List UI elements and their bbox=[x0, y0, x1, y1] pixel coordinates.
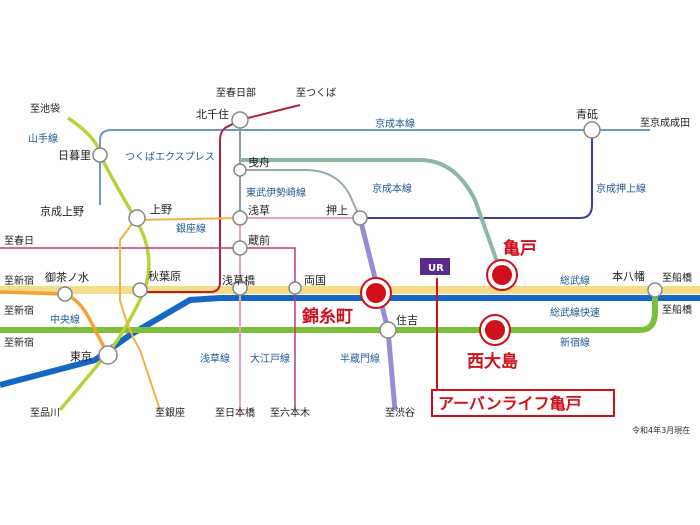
station-marker-aoto[interactable] bbox=[583, 121, 601, 139]
station-marker-kuramae[interactable] bbox=[232, 240, 248, 256]
station-label-nippori: 日暮里 bbox=[58, 148, 91, 162]
kameido-line bbox=[240, 158, 502, 271]
line-label-keisei-main: 京成本線 bbox=[375, 117, 415, 130]
tobu-isesaki-line bbox=[240, 169, 361, 219]
line-label-tsukuba-express: つくばエクスプレス bbox=[125, 151, 215, 163]
dest-ikebukuro: 至池袋 bbox=[30, 102, 60, 115]
station-marker-akihabara[interactable] bbox=[132, 282, 148, 298]
ur-logo-text: UR bbox=[428, 263, 444, 274]
station-marker-nippori[interactable] bbox=[92, 147, 108, 163]
station-label-ochanomizu: 御茶ノ水 bbox=[45, 270, 89, 284]
dest-kasuga: 至春日 bbox=[4, 235, 34, 247]
line-label-sobu-rapid: 総武線快速 bbox=[550, 306, 600, 319]
dest-shinjuku-1: 至新宿 bbox=[4, 274, 34, 287]
dest-shinjuku-3: 至新宿 bbox=[4, 336, 34, 349]
dest-funabashi-2: 至船橋 bbox=[662, 303, 692, 316]
dest-funabashi-1: 至船橋 bbox=[662, 271, 692, 284]
highlight-dot-kameido bbox=[492, 265, 512, 285]
station-marker-asakusa[interactable] bbox=[232, 210, 248, 226]
station-label-sumiyoshi: 住吉 bbox=[396, 313, 418, 327]
station-marker-tokyo[interactable] bbox=[98, 345, 118, 365]
dest-shinjuku-2: 至新宿 bbox=[4, 304, 34, 317]
highlight-label-nishi-ojima: 西大島 bbox=[467, 351, 518, 372]
sobu-rapid-line bbox=[0, 295, 700, 388]
station-marker-oshiage[interactable] bbox=[352, 210, 368, 226]
station-label-oshiage: 押上 bbox=[326, 203, 348, 217]
line-label-tobu-isesaki: 東武伊勢崎線 bbox=[246, 186, 306, 199]
date-note: 令和4年3月現在 bbox=[632, 425, 690, 435]
station-marker-ochanomizu[interactable] bbox=[57, 286, 73, 302]
line-label-chuo: 中央線 bbox=[50, 313, 80, 326]
ur-logo-icon: UR bbox=[420, 258, 450, 275]
ginza-line-path bbox=[119, 217, 241, 411]
tsukuba-line bbox=[239, 104, 301, 121]
station-marker-sumiyoshi[interactable] bbox=[379, 321, 397, 339]
dest-tsukuba: 至つくば bbox=[296, 87, 336, 99]
station-label-ryogoku: 両国 bbox=[304, 274, 326, 287]
station-label-keisei-ueno: 京成上野 bbox=[40, 204, 84, 218]
shinjuku-line bbox=[0, 290, 658, 333]
dest-nihonbashi: 至日本橋 bbox=[215, 406, 255, 419]
line-label-keisei-oshiage: 京成押上線 bbox=[596, 182, 646, 195]
station-label-asakusa: 浅草 bbox=[248, 204, 270, 217]
keisei-oshiage-line bbox=[360, 130, 593, 219]
dest-shibuya: 至渋谷 bbox=[385, 406, 415, 419]
station-marker-ueno[interactable] bbox=[128, 209, 146, 227]
dest-kasukabe: 至春日部 bbox=[216, 86, 256, 99]
highlight-label-kameido: 亀戸 bbox=[503, 238, 537, 259]
property-name: アーバンライフ亀戸 bbox=[438, 394, 582, 413]
station-label-aoto: 青砥 bbox=[576, 108, 598, 121]
line-label-yamanote: 山手線 bbox=[28, 132, 58, 145]
line-label-keisei-kameido: 京成本線 bbox=[372, 182, 412, 195]
station-label-motoyawata: 本八幡 bbox=[612, 269, 645, 283]
highlight-dot-nishi-ojima bbox=[485, 320, 505, 340]
station-label-akihabara: 秋葉原 bbox=[148, 269, 181, 283]
highlight-label-kinshicho: 錦糸町 bbox=[302, 306, 353, 327]
hanzomon-line-path bbox=[357, 217, 398, 411]
station-marker-kitasenju[interactable] bbox=[231, 111, 249, 129]
line-label-ginza: 銀座線 bbox=[176, 222, 206, 235]
station-label-ueno: 上野 bbox=[150, 203, 172, 216]
dest-ginza: 至銀座 bbox=[155, 406, 185, 419]
station-marker-motoyawata[interactable] bbox=[647, 282, 663, 298]
line-label-sobu: 総武線 bbox=[560, 274, 590, 287]
station-label-kuramae: 蔵前 bbox=[248, 233, 270, 247]
station-label-kitasenju: 北千住 bbox=[196, 107, 229, 121]
station-label-tokyo: 東京 bbox=[70, 349, 92, 363]
line-label-shinjuku: 新宿線 bbox=[560, 336, 590, 349]
dest-shinagawa: 至品川 bbox=[30, 407, 60, 419]
line-label-oedo: 大江戸線 bbox=[250, 352, 290, 365]
station-marker-ryogoku[interactable] bbox=[288, 281, 302, 295]
station-label-hikifune: 曳舟 bbox=[248, 155, 270, 169]
station-marker-hikifune[interactable] bbox=[233, 163, 247, 177]
hibiya-line bbox=[140, 119, 241, 293]
highlight-dot-kinshicho bbox=[366, 283, 386, 303]
station-label-asakusabashi: 浅草橋 bbox=[222, 273, 255, 287]
line-label-hanzomon: 半蔵門線 bbox=[340, 352, 380, 365]
dest-keisei-narita: 至京成成田 bbox=[640, 116, 690, 129]
line-label-toei-asakusa: 浅草線 bbox=[200, 352, 230, 365]
station-marker-asakusabashi[interactable] bbox=[232, 280, 248, 296]
keisei-main-line bbox=[99, 129, 650, 155]
dest-roppongi: 至六本木 bbox=[270, 406, 310, 419]
property-label-box[interactable] bbox=[431, 389, 615, 417]
